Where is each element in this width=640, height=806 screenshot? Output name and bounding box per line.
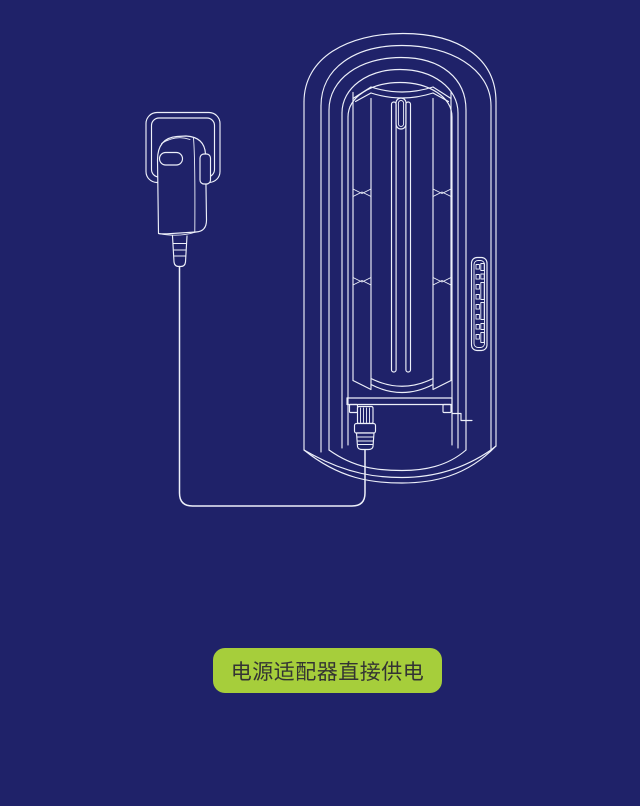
device-outer-shell [303,32,497,453]
power-caption-badge: 电源适配器直接供电 [213,648,442,693]
indicator-capsule-inner [397,100,405,127]
power-caption-label: 电源适配器直接供电 [230,660,425,684]
adapter-side-clip [199,153,212,185]
power-cable [178,265,366,507]
adapter-body [156,135,208,235]
power-connector [353,405,377,451]
strain-relief [171,235,188,268]
antenna-panel [352,86,452,393]
tower-device [303,32,497,484]
power-adapter [156,135,212,268]
adapter-slot [158,151,184,166]
antenna-slot-left [390,101,397,373]
base-plate [346,397,473,422]
antenna-slot-right [405,101,412,373]
device-base [303,445,497,484]
side-control-strip [470,256,488,352]
indicator-capsule [395,97,407,130]
